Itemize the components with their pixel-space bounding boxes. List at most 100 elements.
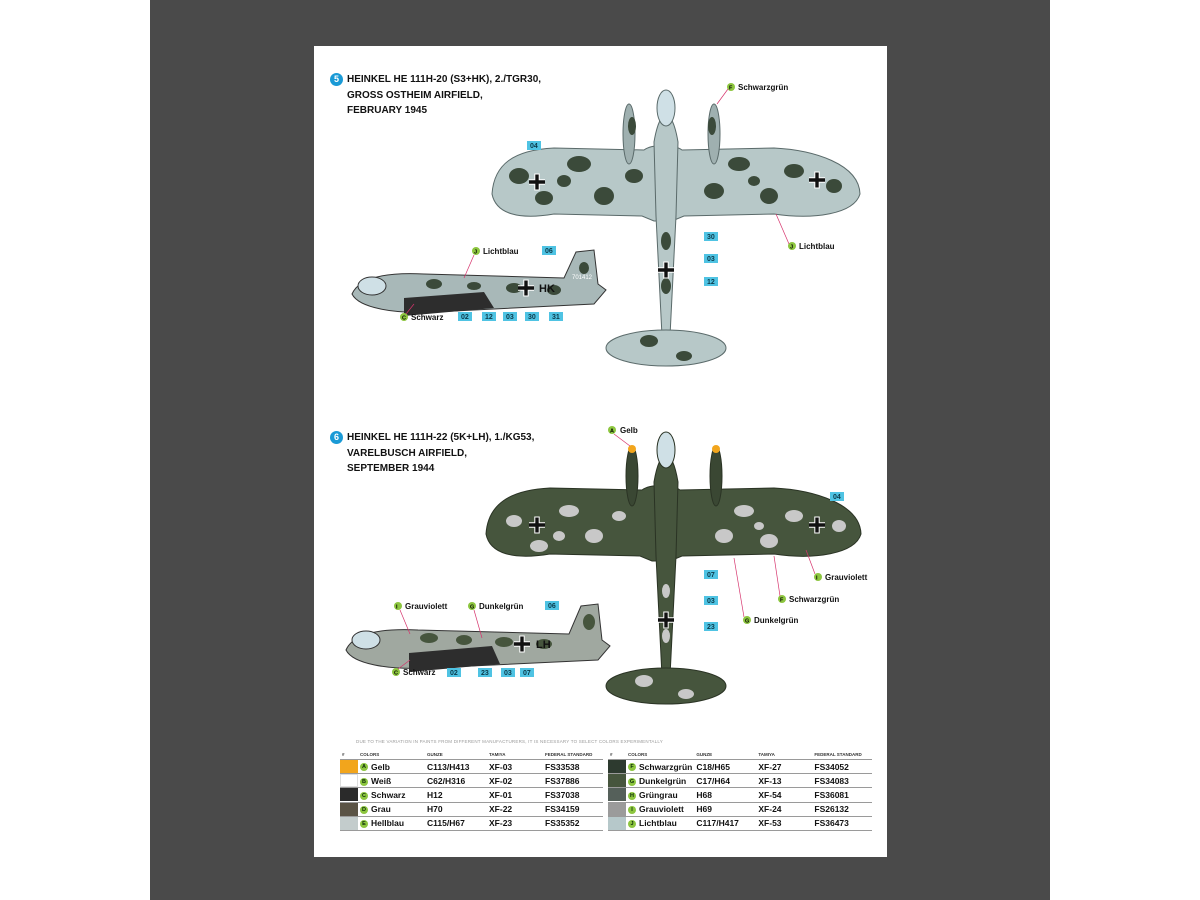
profile-6-left-spinner — [628, 445, 636, 453]
gunze-code: C115/H67 — [425, 816, 487, 831]
profile-5-side-camo — [426, 262, 589, 295]
gunze-code: H68 — [694, 787, 757, 803]
col-gunze: GUNZE — [425, 749, 487, 760]
callout-letter: F — [780, 598, 784, 604]
gunze-code: C62/H316 — [425, 773, 487, 789]
profile-6-camo-blotches — [506, 505, 846, 699]
tag-12-side-5: 12 — [485, 314, 493, 321]
profile-6-callouts: A Gelb I Grauviolett F Schwarzgrün G Dun… — [392, 426, 868, 677]
tag-03-top-6: 03 — [707, 598, 715, 605]
tamiya-code: XF-03 — [487, 759, 543, 775]
color-swatch — [340, 802, 358, 816]
color-letter: G — [628, 777, 636, 786]
profile-6-fuselage-code: LH — [536, 639, 551, 651]
color-letter: I — [628, 805, 636, 814]
callout-letter: C — [394, 671, 398, 677]
callout-letter: G — [745, 619, 749, 625]
color-swatch — [608, 788, 626, 802]
tag-02-side-6: 02 — [450, 670, 458, 677]
tamiya-code: XF-23 — [487, 816, 543, 831]
tag-06-side-5: 06 — [545, 248, 553, 255]
profile-5-fuselage — [653, 114, 679, 337]
callout-grauviolett-6-top: Grauviolett — [825, 573, 868, 582]
fs-code: FS33538 — [543, 759, 603, 775]
gunze-code: C18/H65 — [694, 759, 757, 775]
color-name: Grau — [371, 804, 391, 815]
callout-grauviolett-6-side: Grauviolett — [405, 602, 448, 611]
col-gunze: GUNZE — [694, 749, 757, 760]
color-swatch — [608, 816, 626, 830]
profile-6-right-engine — [709, 445, 723, 507]
color-table-left: # COLORS GUNZE TAMIYA FEDERAL STANDARD A… — [340, 749, 603, 831]
callout-letter: I — [396, 605, 398, 611]
color-name: Grauviolett — [639, 804, 684, 815]
tag-03-side-5: 03 — [506, 314, 514, 321]
fs-code: FS36081 — [812, 787, 873, 803]
col-tamiya: TAMIYA — [756, 749, 813, 760]
color-swatch — [608, 760, 626, 774]
paint-disclaimer: Due to the variation in paints from diff… — [356, 739, 663, 744]
gunze-code: H70 — [425, 802, 487, 817]
fs-code: FS37886 — [543, 773, 603, 789]
tag-30-side-5: 30 — [528, 314, 536, 321]
profile-6-title: 6 HEINKEL HE 111H-22 (5K+LH), 1./KG53, V… — [330, 430, 534, 477]
tag-02-side-5: 02 — [461, 314, 469, 321]
color-letter: B — [360, 777, 368, 786]
color-name: Dunkelgrün — [639, 775, 687, 786]
gunze-code: H12 — [425, 787, 487, 803]
color-swatch — [340, 760, 358, 774]
profile-5-fuselage-code: HK — [539, 283, 555, 295]
fs-code: FS34052 — [812, 759, 873, 775]
profile-5-title-line-3: FEBRUARY 1945 — [347, 105, 428, 116]
callout-letter: C — [402, 316, 406, 322]
callout-lichtblau-5-side: Lichtblau — [483, 247, 519, 256]
profile-5-title: 5 HEINKEL HE 111H-20 (S3+HK), 2./TGR30, … — [330, 72, 542, 119]
profile-5-right-engine — [707, 103, 721, 165]
color-swatch — [340, 774, 358, 788]
fs-code: FS36473 — [812, 816, 873, 831]
callout-schwarzgruen-6: Schwarzgrün — [789, 595, 839, 604]
tag-07-side-6: 07 — [523, 670, 531, 677]
color-letter: A — [360, 763, 368, 772]
tag-23-top-6: 23 — [707, 624, 715, 631]
callout-gelb-6: Gelb — [620, 426, 638, 435]
profile-6-side-camo — [420, 614, 595, 649]
tamiya-code: XF-54 — [756, 787, 813, 803]
tamiya-code: XF-22 — [487, 802, 543, 817]
color-name: Schwarzgrün — [639, 761, 693, 772]
tag-23-side-6: 23 — [481, 670, 489, 677]
profile-6-nose — [656, 431, 676, 469]
col-colors: COLORS — [626, 749, 695, 760]
col-colors: COLORS — [358, 749, 425, 760]
col-number: # — [340, 749, 358, 760]
callout-lichtblau-5-top: Lichtblau — [799, 242, 835, 251]
col-number: # — [608, 749, 626, 760]
tamiya-code: XF-13 — [756, 773, 813, 789]
profile-6-title-line-2: VARELBUSCH AIRFIELD, — [347, 447, 467, 459]
tag-07-top-6: 07 — [707, 572, 715, 579]
callout-letter: I — [816, 576, 818, 582]
profile-5-tailplane — [605, 329, 727, 367]
color-name: Gelb — [371, 761, 390, 772]
col-tamiya: TAMIYA — [487, 749, 543, 760]
fs-code: FS26132 — [812, 802, 873, 817]
profile-5-title-line-1: HEINKEL HE 111H-20 (S3+HK), 2./TGR30, — [347, 74, 542, 85]
callout-schwarz-6: Schwarz — [403, 668, 435, 677]
callout-letter: F — [729, 86, 733, 92]
profile-5-callouts: F Schwarzgrün J Lichtblau J Lichtblau C … — [400, 83, 835, 322]
fs-code: FS34159 — [543, 802, 603, 817]
profile-5-camo-blotches — [509, 117, 842, 361]
color-letter: H — [628, 791, 636, 800]
callout-schwarz-5: Schwarz — [411, 313, 443, 322]
fs-code: FS34083 — [812, 773, 873, 789]
profile-5-side-view: HK 701412 — [351, 249, 607, 316]
color-letter: J — [628, 820, 636, 829]
tag-06-side-6: 06 — [548, 603, 556, 610]
tag-30-top-5: 30 — [707, 234, 715, 241]
col-federal-standard: FEDERAL STANDARD — [812, 749, 873, 760]
